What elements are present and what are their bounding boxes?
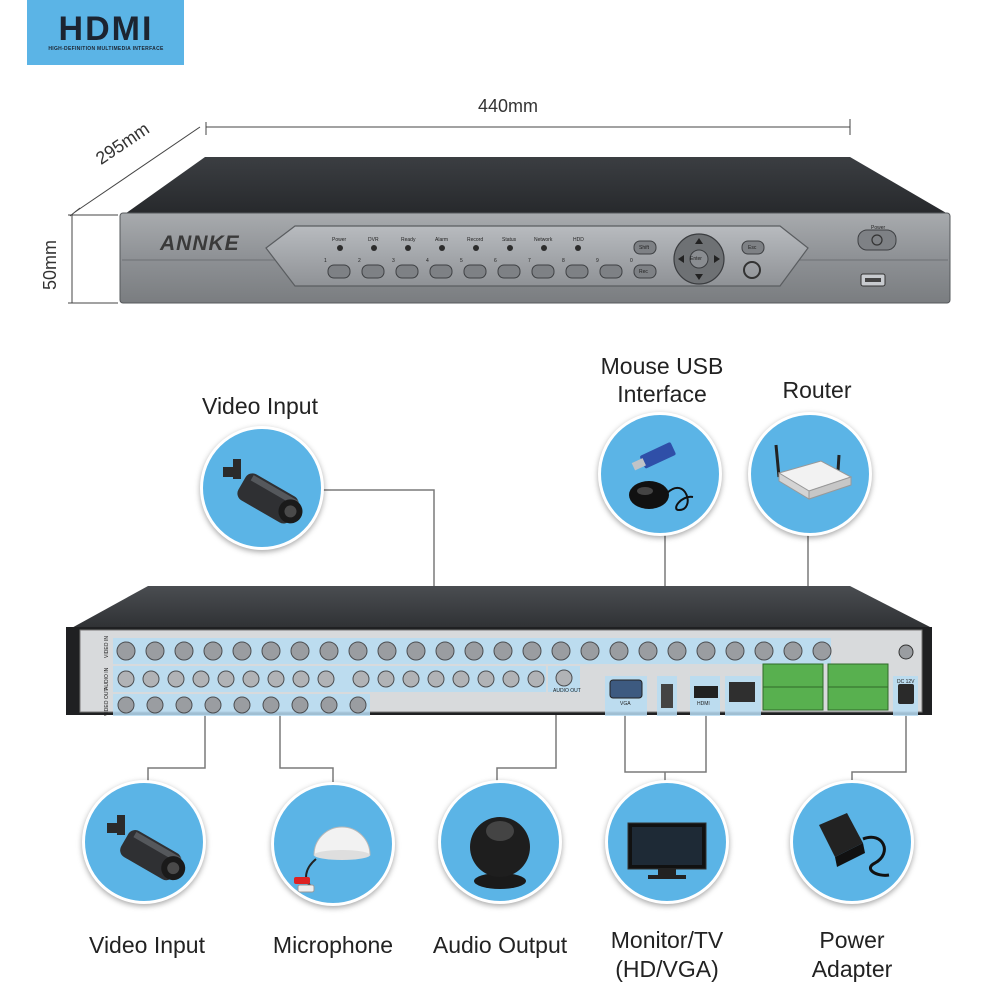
- rec-button-label: Rec: [639, 269, 648, 275]
- indicator-ready-label: Ready: [401, 237, 416, 243]
- mouse-icon: [629, 442, 694, 512]
- video-out-label: VIDEO OUT: [104, 688, 110, 716]
- num-label-2: 2: [358, 258, 361, 264]
- audio-output-label: Audio Output: [432, 932, 568, 958]
- num-label-7: 7: [528, 258, 531, 264]
- power-button-label: Power: [871, 225, 886, 231]
- esc-button-label: Esc: [748, 245, 757, 251]
- dc-label: DC 12V: [897, 679, 915, 685]
- dvr-rear-view: [66, 586, 932, 716]
- indicator-status-label: Status: [502, 237, 517, 243]
- enter-button-label: Enter: [690, 256, 702, 262]
- monitor-label-line1: Monitor/TV: [610, 927, 724, 953]
- hdmi-port-label: HDMI: [697, 701, 710, 707]
- power-adapter-circle: [790, 780, 914, 904]
- indicator-network-label: Network: [534, 237, 553, 243]
- indicator-alarm-label: Alarm: [435, 237, 449, 243]
- num-label-8: 8: [562, 258, 565, 264]
- router-icon: [774, 444, 853, 500]
- bullet-camera-icon: [107, 815, 186, 881]
- indicator-dvr-label: DVR: [368, 237, 379, 243]
- width-dimension: 440mm: [478, 96, 539, 116]
- indicator-power-label: Power: [332, 237, 347, 243]
- router-label: Router: [782, 377, 852, 403]
- dvr-brand: ANNKE: [160, 232, 240, 255]
- hdmi-tagline: HIGH-DEFINITION MULTIMEDIA INTERFACE: [48, 46, 164, 52]
- power-adapter-label-line1: Power: [819, 927, 885, 953]
- audio-output-circle: [438, 780, 562, 904]
- mouse-usb-circle: [598, 412, 722, 536]
- video-in-label: VIDEO IN: [104, 636, 110, 658]
- num-label-4: 4: [426, 258, 429, 264]
- video-input-bottom-camera-circle: [82, 780, 206, 904]
- hdmi-wordmark: HDMI: [58, 10, 154, 48]
- num-label-6: 6: [494, 258, 497, 264]
- mouse-usb-label-line2: Interface: [617, 381, 707, 407]
- monitor-label-line2: (HD/VGA): [615, 956, 719, 982]
- video-input-top-label: Video Input: [202, 393, 318, 419]
- num-label-5: 5: [460, 258, 463, 264]
- num-label-1: 1: [324, 258, 327, 264]
- monitor-circle: [605, 780, 729, 904]
- indicator-hdd-label: HDD: [573, 237, 584, 243]
- hdmi-logo: HDMI HIGH-DEFINITION MULTIMEDIA INTERFAC…: [27, 0, 184, 65]
- power-adapter-label-line2: Adapter: [811, 956, 893, 982]
- video-input-camera-circle: [200, 426, 324, 550]
- dimension-lines: [68, 119, 851, 304]
- microphone-icon: [294, 826, 371, 893]
- video-input-bottom-label: Video Input: [89, 932, 205, 958]
- monitor-icon: [627, 822, 707, 879]
- power-adapter-icon: [819, 813, 890, 877]
- dvr-front-view: [119, 157, 951, 304]
- num-label-9: 9: [596, 258, 599, 264]
- vga-label: VGA: [620, 701, 631, 707]
- num-label-3: 3: [392, 258, 395, 264]
- indicator-record-label: Record: [467, 237, 484, 243]
- num-label-0: 0: [630, 258, 633, 264]
- speaker-icon: [470, 817, 530, 889]
- audio-in-label: AUDIO IN: [104, 667, 110, 690]
- mouse-usb-label-line1: Mouse USB: [600, 353, 724, 379]
- router-circle: [748, 412, 872, 536]
- microphone-circle: [271, 782, 395, 906]
- bullet-camera-icon: [223, 459, 303, 524]
- microphone-label: Microphone: [272, 932, 394, 958]
- shift-button-label: Shift: [639, 245, 650, 251]
- audio-out-label: AUDIO OUT: [553, 688, 581, 694]
